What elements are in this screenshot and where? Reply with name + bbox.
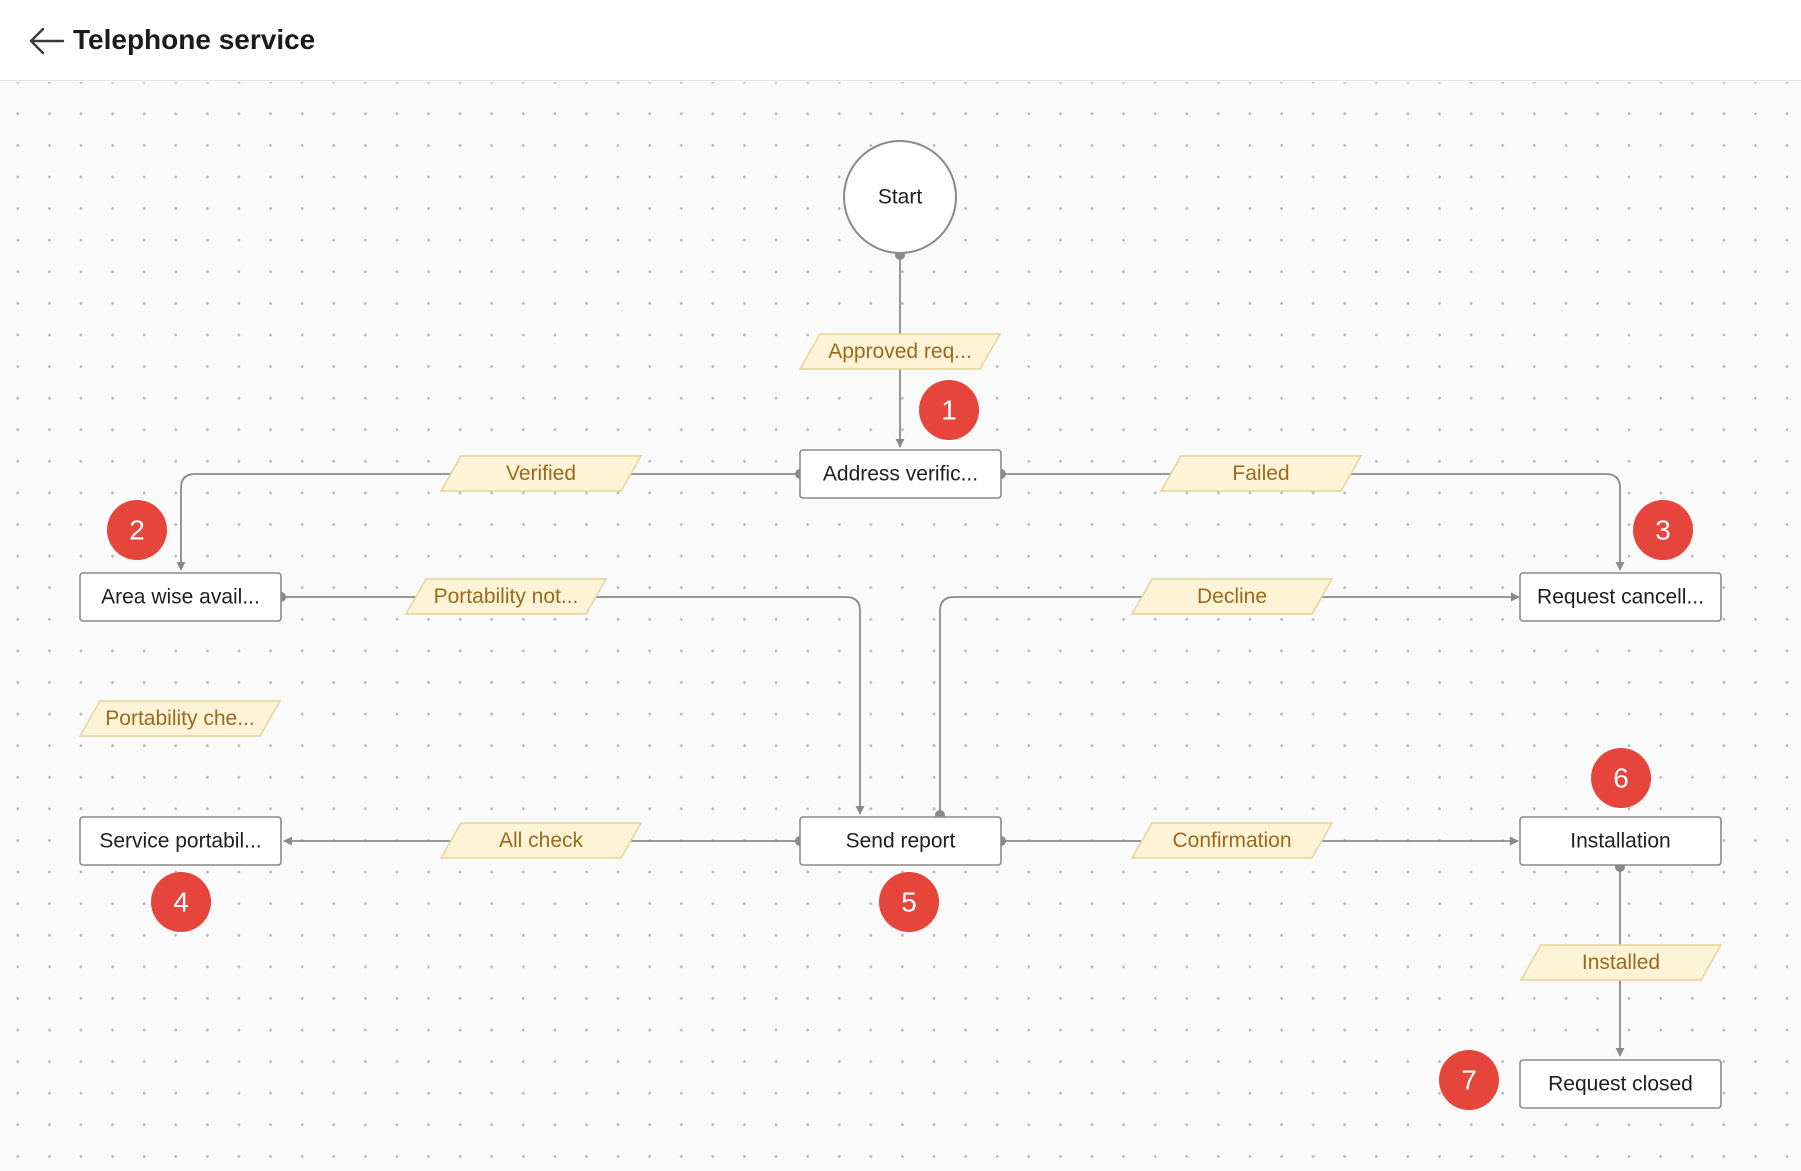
badge-number: 7 <box>1461 1065 1477 1096</box>
badge-number: 3 <box>1655 515 1671 546</box>
transition-all-check[interactable]: All check <box>439 822 643 859</box>
edges <box>176 255 1625 1057</box>
badge-number: 5 <box>901 887 917 918</box>
transition-approved-request[interactable]: Approved req... <box>798 333 1002 370</box>
transition-shape <box>78 700 282 737</box>
step-badge-7: 7 <box>1439 1050 1499 1110</box>
badge-number: 2 <box>129 515 145 546</box>
edge-address-area <box>176 473 800 571</box>
state-service-portability[interactable]: Service portabil... <box>79 816 282 866</box>
badge-circle <box>1633 500 1693 560</box>
transition-installed[interactable]: Installed <box>1519 944 1723 981</box>
transition-portability-not[interactable]: Portability not... <box>404 578 608 615</box>
state-label: Installation <box>1570 830 1670 853</box>
state-request-closed[interactable]: Request closed <box>1519 1059 1722 1109</box>
transition-label: Failed <box>1232 462 1289 485</box>
step-badge-1: 1 <box>919 380 979 440</box>
state-area-wise-availability[interactable]: Area wise avail... <box>79 572 282 622</box>
arrow-left-icon <box>29 27 65 55</box>
transition-label: Portability che... <box>105 707 254 730</box>
transition-portability-check[interactable]: Portability che... <box>78 700 282 737</box>
transition-shape <box>798 333 1002 370</box>
transition-confirmation[interactable]: Confirmation <box>1130 822 1334 859</box>
start-node[interactable]: Start <box>843 140 957 254</box>
transition-label: Portability not... <box>434 585 579 608</box>
badge-circle <box>1439 1050 1499 1110</box>
step-badge-4: 4 <box>151 872 211 932</box>
badge-circle <box>1591 748 1651 808</box>
state-label: Address verific... <box>823 463 978 486</box>
step-badge-5: 5 <box>879 872 939 932</box>
start-circle <box>843 140 957 254</box>
step-badge-3: 3 <box>1633 500 1693 560</box>
state-label: Request cancell... <box>1537 586 1704 609</box>
badge-number: 1 <box>941 395 957 426</box>
state-box <box>79 572 282 622</box>
state-label: Send report <box>846 830 956 853</box>
state-box <box>79 816 282 866</box>
transition-shape <box>439 455 643 492</box>
edge-address-cancel <box>1001 473 1625 571</box>
page-header: Telephone service <box>0 0 1801 81</box>
start-label: Start <box>878 186 923 209</box>
transition-shape <box>1130 822 1334 859</box>
step-badge-6: 6 <box>1591 748 1651 808</box>
state-label: Area wise avail... <box>101 586 260 609</box>
state-label: Service portabil... <box>99 830 261 853</box>
transition-label: Decline <box>1197 585 1267 608</box>
state-send-report[interactable]: Send report <box>799 816 1002 866</box>
state-box <box>799 816 1002 866</box>
transition-decline[interactable]: Decline <box>1130 578 1334 615</box>
page-title: Telephone service <box>73 24 316 55</box>
transition-failed[interactable]: Failed <box>1159 455 1363 492</box>
transition-shape <box>1130 578 1334 615</box>
step-badge-2: 2 <box>107 500 167 560</box>
transition-label: Verified <box>506 462 576 485</box>
state-box <box>1519 816 1722 866</box>
transition-verified[interactable]: Verified <box>439 455 643 492</box>
badge-circle <box>151 872 211 932</box>
state-label: Request closed <box>1548 1073 1693 1096</box>
badge-number: 6 <box>1613 763 1629 794</box>
state-box <box>1519 1059 1722 1109</box>
edge-report-cancel <box>939 592 1520 815</box>
transition-label: Approved req... <box>828 340 972 363</box>
transition-shape <box>404 578 608 615</box>
state-installation[interactable]: Installation <box>1519 816 1722 866</box>
transition-shape <box>1519 944 1723 981</box>
back-button[interactable] <box>26 22 66 60</box>
transition-shape <box>1159 455 1363 492</box>
transition-shape <box>439 822 643 859</box>
transition-label: Installed <box>1582 951 1660 974</box>
state-box <box>1519 572 1722 622</box>
badge-number: 4 <box>173 887 189 918</box>
transition-label: All check <box>499 829 584 852</box>
state-address-verification[interactable]: Address verific... <box>799 449 1002 499</box>
badge-circle <box>879 872 939 932</box>
state-request-cancellation[interactable]: Request cancell... <box>1519 572 1722 622</box>
badge-circle <box>107 500 167 560</box>
badge-circle <box>919 380 979 440</box>
state-box <box>799 449 1002 499</box>
edge-area-report <box>281 596 865 815</box>
transition-label: Confirmation <box>1172 829 1291 852</box>
